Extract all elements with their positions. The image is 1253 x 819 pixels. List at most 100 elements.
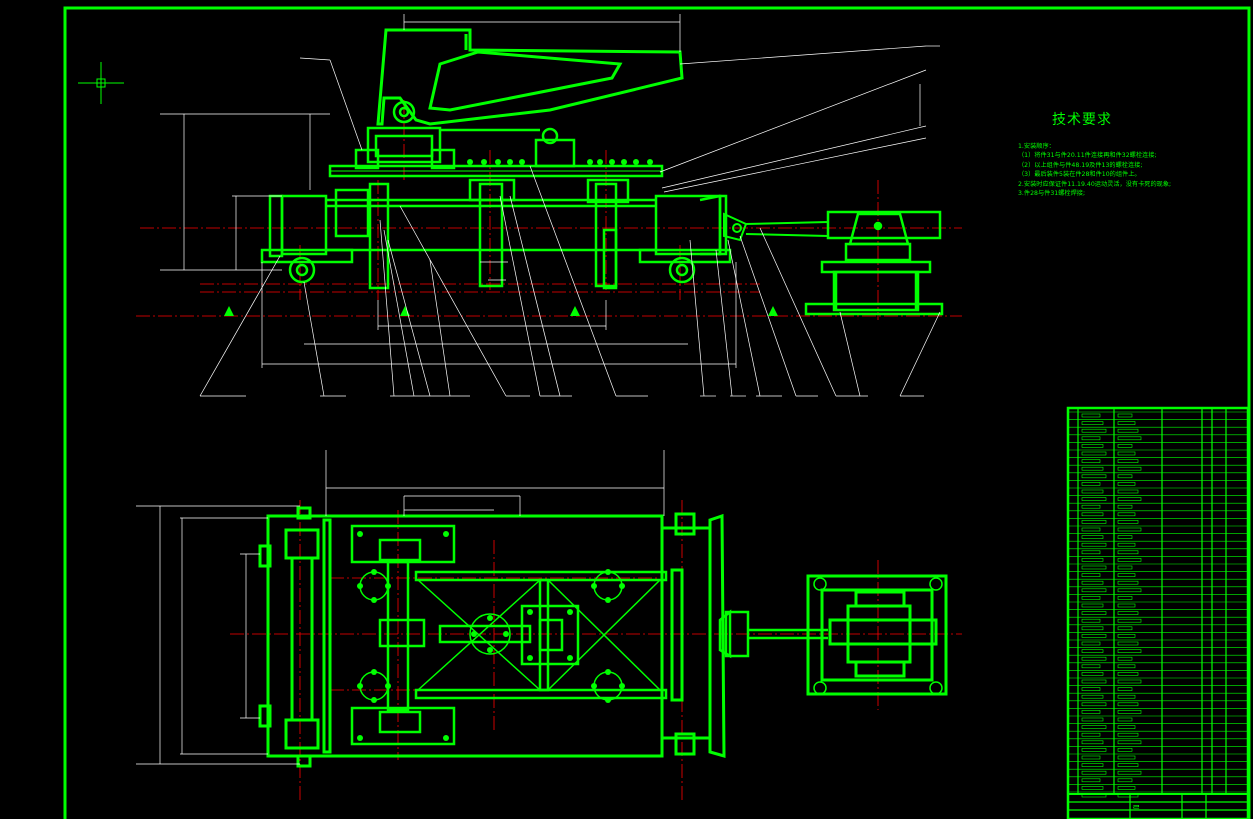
parts-list-entry-mark xyxy=(1117,649,1142,653)
parts-list-entry-mark xyxy=(1117,634,1136,638)
ground-anchor-marks xyxy=(224,306,778,316)
parts-list-entry-mark xyxy=(1117,474,1133,479)
parts-list-entry-mark xyxy=(1081,717,1104,722)
parts-list-entry-mark xyxy=(1117,489,1139,494)
parts-list-entry-mark xyxy=(1081,770,1107,775)
parts-list-entry-mark xyxy=(1117,740,1142,745)
inner-bearing-blocks xyxy=(350,524,668,746)
parts-list-entry-mark xyxy=(1117,778,1133,783)
parts-list-entry-mark xyxy=(1081,444,1104,448)
top-drive-rod xyxy=(718,609,828,659)
parts-list-entry-mark xyxy=(1081,641,1101,646)
drive-link xyxy=(723,212,829,242)
parts-list-entry-mark xyxy=(1117,535,1133,539)
parts-list-entry-mark xyxy=(1117,770,1142,775)
parts-list-entry-mark xyxy=(1081,580,1104,585)
parts-list-entry-mark xyxy=(1117,755,1136,760)
parts-list-entry-mark xyxy=(1081,634,1107,638)
parts-list-entry-mark xyxy=(1117,725,1136,729)
parts-list-entry-mark xyxy=(1117,451,1136,456)
parts-list-entry-mark xyxy=(1117,580,1139,585)
parts-list-entry-mark xyxy=(1081,550,1101,555)
title-block-mark: ᄅ xyxy=(1132,805,1140,815)
parts-list-entry-mark xyxy=(1117,520,1139,524)
tech-note-item: 1.安装顺序： xyxy=(1018,143,1055,150)
parts-list-entry-mark xyxy=(1117,413,1133,418)
parts-list-entry-mark xyxy=(1081,451,1107,456)
parts-list-entry-mark xyxy=(1117,466,1142,471)
parts-list-entry-mark xyxy=(1117,611,1139,615)
parts-list-entry-mark xyxy=(1117,626,1133,631)
parts-list-entry-mark xyxy=(1081,558,1104,562)
parts-list-entry-mark xyxy=(1117,793,1139,798)
parts-list-entry-mark xyxy=(1117,656,1133,661)
top-dimension-lines xyxy=(136,450,665,765)
parts-list-entry-mark xyxy=(1117,459,1139,463)
front-view-centerlines xyxy=(136,100,962,320)
parts-list-entry-mark xyxy=(1081,413,1101,418)
parts-list-entry-mark xyxy=(1117,618,1142,623)
parts-list-entry-mark xyxy=(1117,428,1139,433)
parts-list-entry-mark xyxy=(1081,428,1107,433)
parts-list-entry-mark xyxy=(1117,732,1139,737)
parts-list-entry-mark xyxy=(1117,588,1142,593)
parts-list-entry-mark xyxy=(1081,672,1104,676)
hand-lever xyxy=(376,28,684,126)
parts-list-entry-mark xyxy=(1117,717,1133,722)
right-axle-assembly xyxy=(660,512,726,758)
parts-list-entry-mark xyxy=(1081,482,1101,486)
parts-list-entry-mark xyxy=(1117,565,1133,570)
parts-list-entry-mark xyxy=(1081,436,1101,441)
parts-list-entry-mark xyxy=(1081,755,1101,760)
parts-list-entry-mark xyxy=(1081,535,1104,539)
parts-list-entry-mark xyxy=(1081,459,1101,463)
front-view xyxy=(136,14,962,397)
parts-list-entry-mark xyxy=(1081,786,1104,790)
front-wheels xyxy=(288,256,696,284)
parts-list-entry-mark xyxy=(1081,763,1104,767)
parts-list-entry-mark xyxy=(1081,626,1104,631)
parts-list-entry-mark xyxy=(1117,558,1142,562)
parts-list-entry-mark xyxy=(1081,542,1107,547)
parts-list-entry-mark xyxy=(1117,482,1136,486)
parts-list-entry-mark xyxy=(1117,497,1142,501)
parts-list-entry-mark xyxy=(1117,687,1133,691)
parts-list-entry-mark xyxy=(1081,512,1104,517)
parts-list-entry-mark xyxy=(1117,672,1139,676)
parts-list-entry-mark xyxy=(1081,687,1101,691)
parts-list-entry-mark xyxy=(1117,641,1139,646)
gearbox-top xyxy=(806,574,948,696)
gearbox-front xyxy=(804,210,944,316)
parts-list-entry-mark xyxy=(1117,748,1133,752)
cross-braces xyxy=(417,579,661,691)
parts-list-entry-mark xyxy=(1117,694,1136,699)
ucs-cursor-icon xyxy=(78,62,124,104)
parts-list-entry-mark xyxy=(1117,710,1142,714)
parts-list-entry-mark xyxy=(1117,763,1139,767)
tech-note-item: （3）最后装件5装在件28和件10的组件上。 xyxy=(1018,171,1141,179)
parts-list-entry-mark xyxy=(1117,573,1136,577)
parts-list-entry-mark xyxy=(1081,664,1101,669)
parts-list-entry-mark xyxy=(1081,649,1104,653)
parts-list-entry-mark xyxy=(1081,702,1107,707)
main-shaft-frame xyxy=(260,178,732,290)
parts-list-entry-mark xyxy=(1081,710,1101,714)
parts-list-entry-mark xyxy=(1117,527,1142,532)
parts-list-entry-mark xyxy=(1081,504,1101,509)
parts-list-entry-mark xyxy=(1081,778,1101,783)
top-plate xyxy=(328,164,664,178)
lever-pivot-bracket xyxy=(354,100,576,170)
parts-list-entry-mark xyxy=(1081,656,1107,661)
parts-list-entry-mark xyxy=(1081,725,1107,729)
parts-list-entry-mark xyxy=(1081,588,1107,593)
parts-list-entry-mark xyxy=(1081,421,1104,425)
parts-list-entry-mark xyxy=(1117,679,1142,684)
parts-list-entry-mark xyxy=(1081,732,1101,737)
tech-note-item: （2）以上组件与件48.19及件13的螺栓连接; xyxy=(1018,161,1143,169)
parts-list-entry-mark xyxy=(1117,444,1133,448)
parts-list-entry-mark xyxy=(1081,618,1101,623)
technical-requirements-list: 1.安装顺序： （1）将件31与件20.11件连接再和件32螺栓连接; （2）以… xyxy=(1018,142,1248,198)
parts-list-entry-mark xyxy=(1117,504,1133,509)
parts-list-entry-mark xyxy=(1117,786,1136,790)
parts-list-entry-mark xyxy=(1117,436,1142,441)
